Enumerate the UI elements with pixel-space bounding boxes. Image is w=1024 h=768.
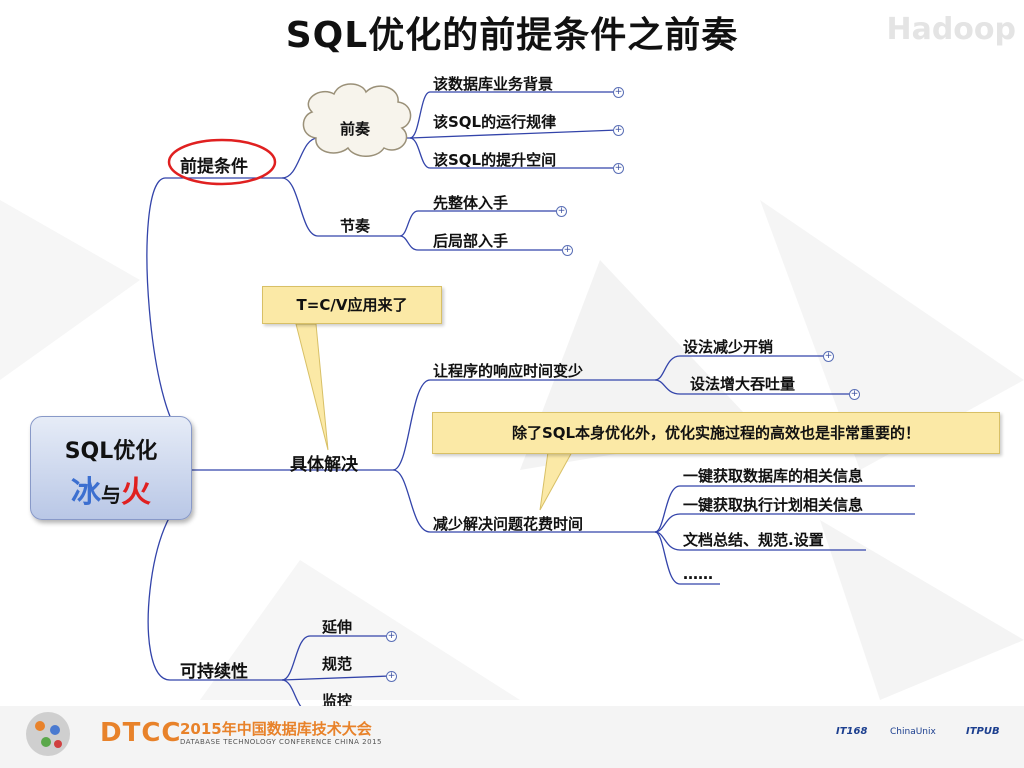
expand-icon[interactable]: + <box>613 163 624 174</box>
branch-solution[interactable]: 具体解决 <box>290 455 358 475</box>
callout-tcv: T=C/V应用来了 <box>262 286 442 324</box>
node-faster-item-1[interactable]: 设法减少开销 <box>683 338 774 356</box>
expand-icon[interactable]: + <box>849 389 860 400</box>
node-rhythm-item-2[interactable]: 后局部入手 <box>433 232 509 250</box>
expand-icon[interactable]: + <box>613 125 624 136</box>
sponsor-it168: IT168 <box>836 726 868 737</box>
central-topic-subtitle: 冰与火 <box>31 467 191 511</box>
node-faster-item-2[interactable]: 设法增大吞吐量 <box>690 375 796 393</box>
sponsor-chinaunix: ChinaUnix <box>890 727 936 737</box>
expand-icon[interactable]: + <box>562 245 573 256</box>
page-title: SQL优化的前提条件之前奏 <box>285 15 739 56</box>
node-prelude-item-3[interactable]: 该SQL的提升空间 <box>433 151 557 169</box>
sponsor-itpub: ITPUB <box>966 726 1000 737</box>
and-text: 与 <box>101 483 121 507</box>
expand-icon[interactable]: + <box>386 671 397 682</box>
node-sustain-item-1[interactable]: 延伸 <box>322 618 353 636</box>
node-less-time-item-1[interactable]: 一键获取数据库的相关信息 <box>683 467 864 485</box>
node-less-time-item-4[interactable]: …… <box>683 565 713 583</box>
node-rhythm-item-1[interactable]: 先整体入手 <box>433 194 509 212</box>
conference-name-en: DATABASE TECHNOLOGY CONFERENCE CHINA 201… <box>180 738 382 746</box>
branch-sustain[interactable]: 可持续性 <box>180 662 248 682</box>
node-sustain-item-3[interactable]: 监控 <box>322 692 353 710</box>
expand-icon[interactable]: + <box>613 87 624 98</box>
node-prelude[interactable]: 前奏 <box>340 120 371 138</box>
conference-logo-icon <box>26 712 70 756</box>
node-rhythm[interactable]: 节奏 <box>340 217 371 235</box>
node-faster[interactable]: 让程序的响应时间变少 <box>433 362 584 380</box>
fire-text: 火 <box>121 475 151 510</box>
brand-logo: DTCC <box>100 718 182 748</box>
node-less-time-item-3[interactable]: 文档总结、规范.设置 <box>683 531 824 549</box>
node-less-time-item-2[interactable]: 一键获取执行计划相关信息 <box>683 496 864 514</box>
node-sustain-item-2[interactable]: 规范 <box>322 655 353 673</box>
node-prelude-item-2[interactable]: 该SQL的运行规律 <box>433 113 557 131</box>
callout-efficiency: 除了SQL本身优化外，优化实施过程的高效也是非常重要的！ <box>432 412 1000 454</box>
central-topic[interactable]: SQL优化 冰与火 <box>30 416 192 520</box>
watermark-text: Hadoop <box>886 12 1016 47</box>
conference-name: 2015年中国数据库技术大会 <box>180 720 372 738</box>
expand-icon[interactable]: + <box>556 206 567 217</box>
footer-bar <box>0 706 1024 768</box>
node-prelude-item-1[interactable]: 该数据库业务背景 <box>433 75 554 93</box>
expand-icon[interactable]: + <box>823 351 834 362</box>
ice-text: 冰 <box>71 475 101 510</box>
branch-premise[interactable]: 前提条件 <box>180 157 248 177</box>
central-topic-title: SQL优化 <box>64 439 158 464</box>
expand-icon[interactable]: + <box>386 631 397 642</box>
node-less-time[interactable]: 减少解决问题花费时间 <box>433 515 584 533</box>
